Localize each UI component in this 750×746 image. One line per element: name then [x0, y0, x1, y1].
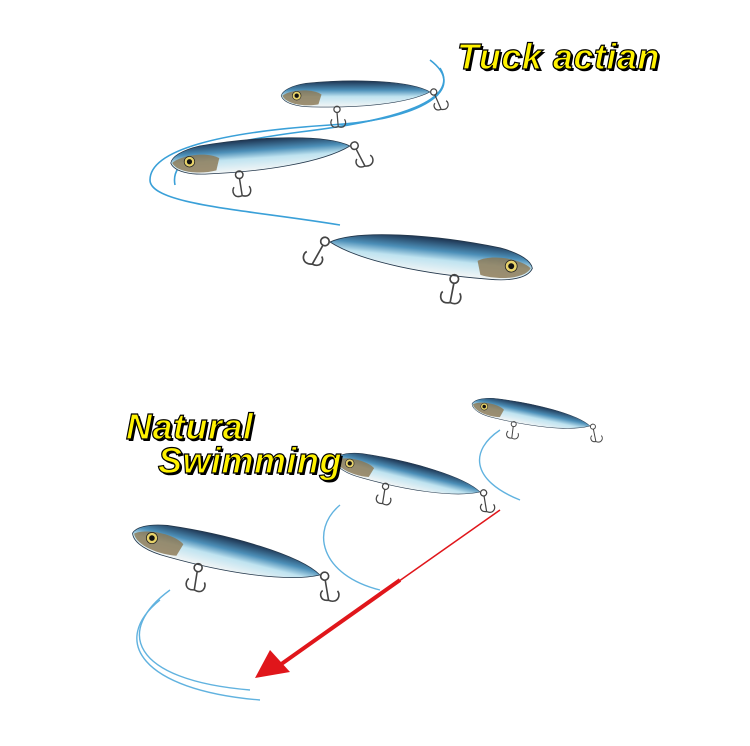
natural-lure-2: [326, 444, 501, 532]
natural-label-line1: Natural: [125, 406, 254, 447]
direction-arrow: [255, 509, 501, 678]
natural-label-line2: Swimming: [157, 440, 343, 481]
tuck-action-label: Tuck actian: [456, 36, 660, 77]
natural-swim-lines: [136, 429, 521, 701]
natural-lure-3: [121, 513, 347, 626]
tuck-lure-3: [299, 223, 536, 313]
tuck-lure-2: [168, 130, 376, 202]
natural-lure-1: [466, 391, 607, 458]
